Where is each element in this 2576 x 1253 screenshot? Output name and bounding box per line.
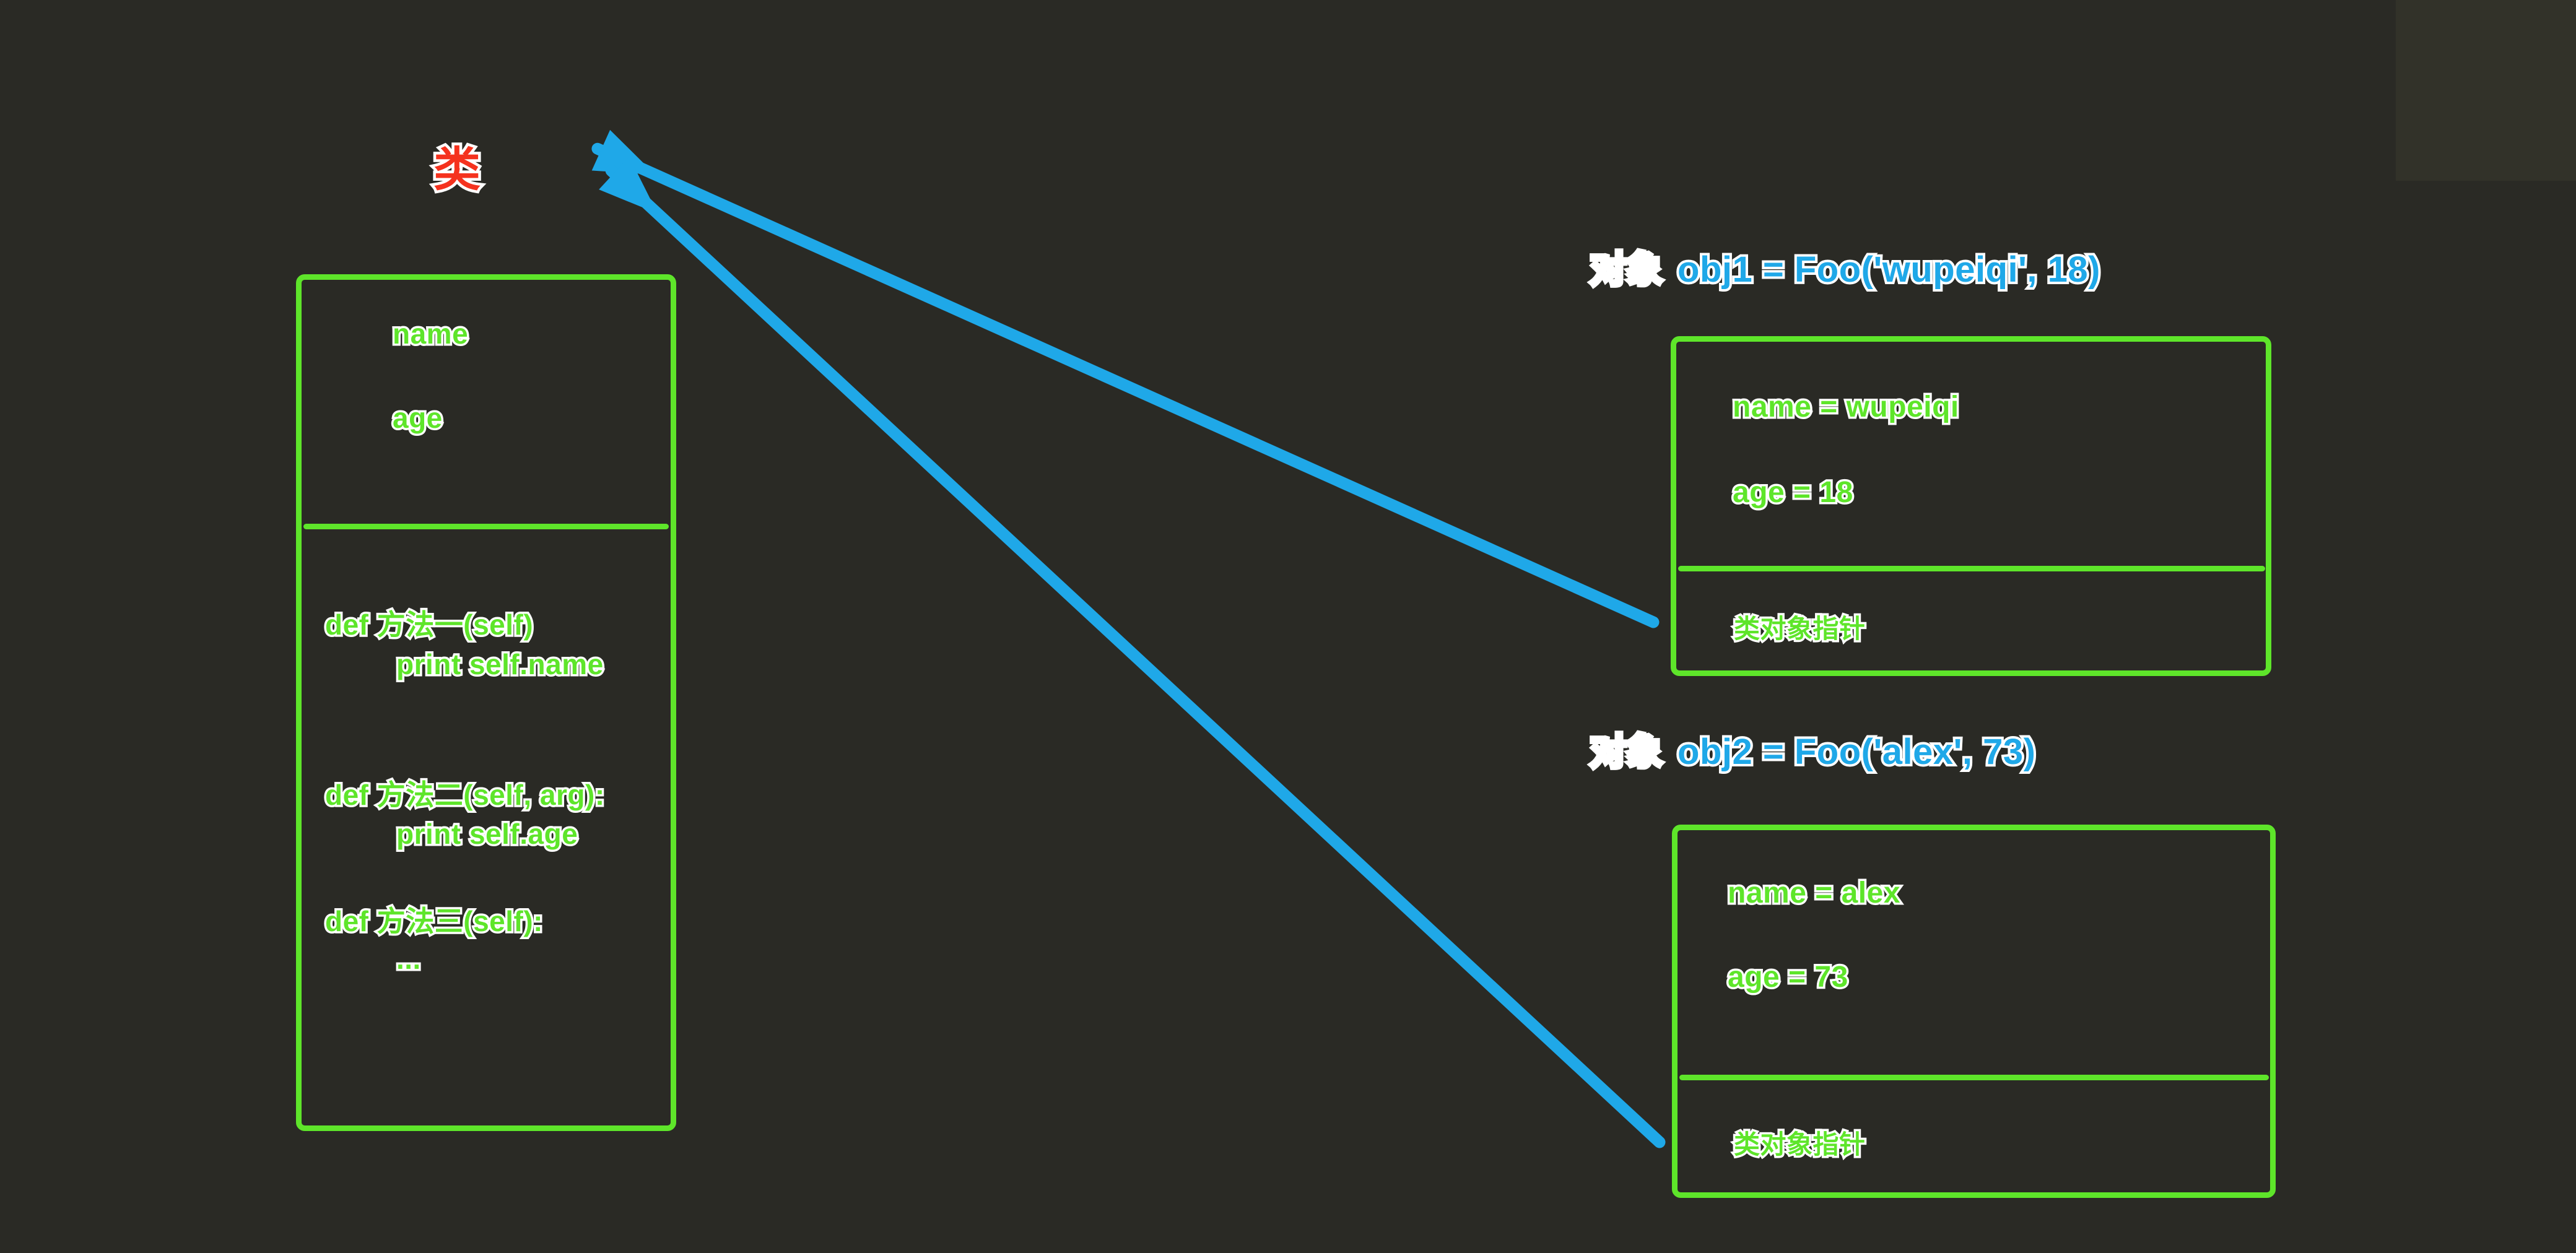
object-1-box: [1671, 336, 2271, 676]
obj2-to-class-shaft: [605, 165, 1666, 1148]
object-2-box-divider: [1679, 1075, 2269, 1080]
class-attribute-name: name: [390, 316, 470, 352]
class-method-3-signature: def 方法三(self):: [323, 903, 546, 940]
class-method-2-signature: def 方法二(self, arg):: [323, 777, 607, 813]
object-1-field-age: age = 18: [1731, 474, 1855, 511]
class-method-3-body: ...: [394, 941, 423, 978]
class-method-1-signature: def 方法一(self): [323, 607, 535, 643]
class-attribute-age: age: [391, 400, 445, 436]
object-1-title-prefix: 对象: [1588, 247, 1665, 292]
object-2-field-name: name = alex: [1725, 875, 1902, 912]
class-method-2-body: print self.age: [394, 816, 580, 852]
corner-panel: [2396, 0, 2576, 181]
object-2-field-age: age = 73: [1726, 959, 1850, 996]
object-1-field-name: name = wupeiqi: [1731, 389, 1961, 426]
obj1-to-class-shaft: [591, 142, 1660, 628]
object-2-box: [1672, 825, 2276, 1198]
class-method-1-body: print self.name: [394, 646, 606, 683]
object-1-box-divider: [1678, 566, 2265, 571]
class-box: [296, 274, 676, 1131]
obj2-to-class-arrowhead-icon: [599, 157, 658, 214]
object-1-class-pointer-label: 类对象指针: [1732, 612, 1868, 646]
class-box-divider: [303, 524, 669, 529]
object-2-class-pointer-label: 类对象指针: [1732, 1128, 1868, 1161]
object-2-title-expression: obj2 = Foo('alex', 73): [1675, 729, 2038, 774]
class-title-label: 类: [431, 141, 484, 199]
object-2-title-prefix: 对象: [1588, 729, 1665, 774]
object-1-title-expression: obj1 = Foo('wupeiqi', 18): [1675, 247, 2102, 292]
obj1-to-class-arrowhead-icon: [591, 129, 655, 175]
